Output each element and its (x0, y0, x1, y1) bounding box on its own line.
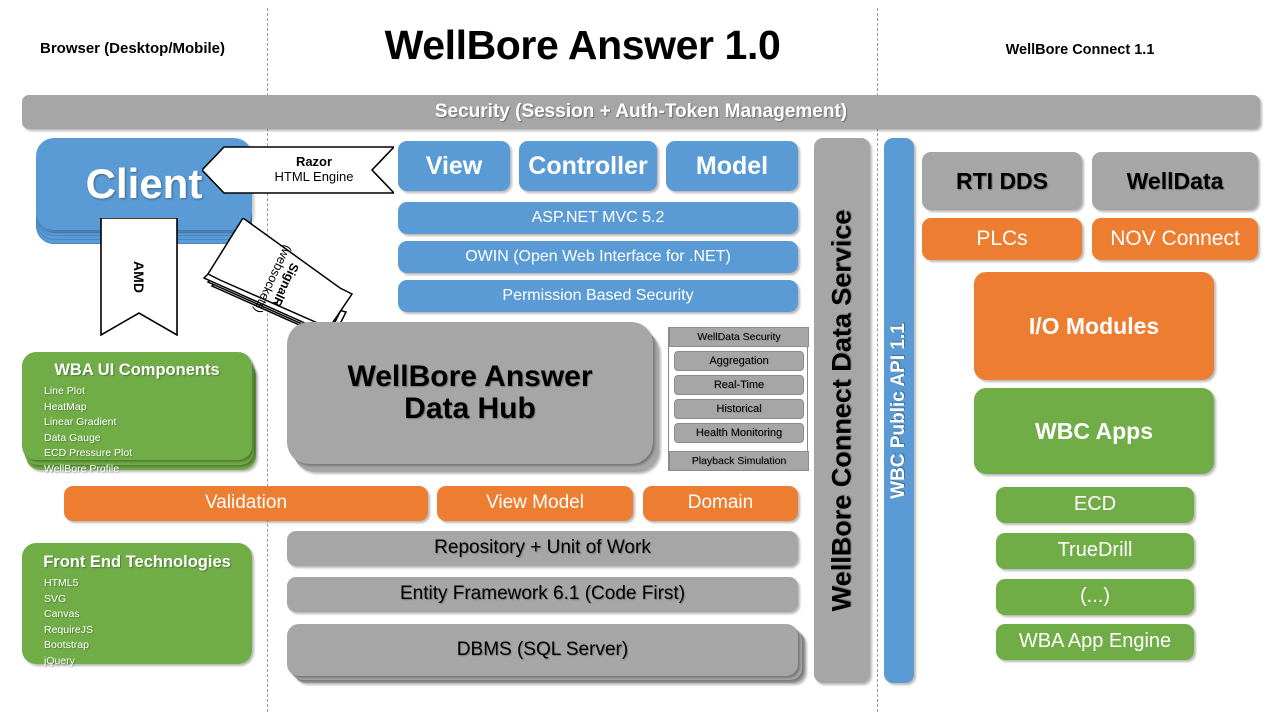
repository-unit-of-work-bar[interactable]: Repository + Unit of Work (287, 531, 798, 566)
signalr-ribbon-shape (202, 216, 354, 337)
list-item: HTML5 (44, 577, 79, 589)
dbms-stack: DBMS (SQL Server) (287, 624, 807, 684)
data-hub-line1: WellBore Answer (347, 359, 593, 393)
welldata-item-historical[interactable]: Historical (674, 399, 804, 419)
zone-label-browser: Browser (Desktop/Mobile) (39, 40, 226, 57)
front-end-technologies-title: Front End Technologies (43, 553, 231, 571)
list-item: jQuery (44, 654, 75, 667)
welldata-security-panel: WellData Security Aggregation Real-Time … (668, 327, 809, 471)
razor-ribbon: Razor HTML Engine (200, 146, 396, 194)
welldata-security-footer: Playback Simulation (669, 451, 809, 471)
plcs-box[interactable]: PLCs (922, 218, 1082, 260)
list-item: Data Gauge (44, 431, 101, 444)
razor-ribbon-shape (200, 146, 396, 194)
list-item: Linear Gradient (44, 416, 117, 429)
page-title: WellBore Answer 1.0 (384, 22, 781, 68)
list-item: Bootstrap (44, 639, 89, 652)
domain-box[interactable]: Domain (643, 486, 798, 521)
wba-app-engine-box[interactable]: WBA App Engine (996, 624, 1194, 660)
amd-ribbon: AMD (100, 217, 178, 337)
wbc-public-api-label: WBC Public API 1.1 (888, 322, 910, 499)
list-item: WellBore Profile (44, 462, 120, 475)
wellbore-connect-data-service-label: WellBore Connect Data Service (826, 209, 857, 612)
welldata-security-header: WellData Security (669, 327, 809, 347)
razor-title: Razor (295, 154, 333, 170)
permission-based-security-bar[interactable]: Permission Based Security (398, 280, 798, 312)
data-hub-stack: WellBore Answer Data Hub (287, 322, 667, 474)
list-item: RequireJS (44, 623, 94, 636)
mvc-controller-box[interactable]: Controller (519, 141, 657, 191)
front-end-technologies-card[interactable]: Front End Technologies HTML5 SVG Canvas … (22, 543, 252, 667)
data-hub-card[interactable]: WellBore Answer Data Hub (287, 322, 653, 464)
divider-left (267, 8, 268, 712)
razor-ribbon-text: Razor HTML Engine (202, 146, 410, 194)
amd-ribbon-text: AMD (100, 218, 178, 336)
welldata-item-health-monitoring[interactable]: Health Monitoring (674, 423, 804, 443)
more-apps-box[interactable]: (...) (996, 579, 1194, 615)
wba-ui-components-title: WBA UI Components (54, 361, 220, 379)
wbc-apps-box[interactable]: WBC Apps (974, 388, 1214, 474)
amd-label: AMD (130, 261, 147, 293)
wba-ui-components-card[interactable]: WBA UI Components Line Plot HeatMap Line… (22, 352, 252, 475)
data-hub-line2: Data Hub (404, 392, 536, 425)
owin-bar[interactable]: OWIN (Open Web Interface for .NET) (398, 241, 798, 273)
wellbore-connect-data-service-bar[interactable]: WellBore Connect Data Service (814, 138, 870, 683)
entity-framework-bar[interactable]: Entity Framework 6.1 (Code First) (287, 577, 798, 612)
validation-box[interactable]: Validation (64, 486, 428, 521)
ecd-box[interactable]: ECD (996, 487, 1194, 523)
list-item: Line Plot (44, 385, 85, 397)
wbc-public-api-bar[interactable]: WBC Public API 1.1 (884, 138, 914, 683)
view-model-box[interactable]: View Model (437, 486, 633, 521)
wba-ui-components-list: Line Plot HeatMap Linear Gradient Data G… (34, 384, 240, 477)
dbms-box[interactable]: DBMS (SQL Server) (287, 624, 798, 676)
divider-right (877, 8, 878, 712)
welldata-item-aggregation[interactable]: Aggregation (674, 351, 804, 371)
list-item: HeatMap (44, 400, 87, 413)
list-item: SVG (44, 592, 67, 605)
nov-connect-box[interactable]: NOV Connect (1092, 218, 1258, 260)
mvc-model-box[interactable]: Model (666, 141, 798, 191)
razor-subtitle: HTML Engine (274, 169, 354, 184)
list-item: Canvas (44, 608, 80, 621)
welldata-item-real-time[interactable]: Real-Time (674, 375, 804, 395)
io-modules-box[interactable]: I/O Modules (974, 272, 1214, 380)
zone-label-wellbore-connect: WellBore Connect 1.1 (1005, 42, 1155, 58)
signalr-ribbon: SignalR (websockets) (196, 216, 356, 337)
amd-ribbon-shape (100, 217, 178, 337)
mvc-view-box[interactable]: View (398, 141, 510, 191)
list-item: ECD Pressure Plot (44, 447, 133, 460)
security-bar: Security (Session + Auth-Token Managemen… (22, 95, 1260, 129)
wba-ui-components-stack: WBA UI Components Line Plot HeatMap Line… (22, 352, 260, 475)
welldata-box[interactable]: WellData (1092, 152, 1258, 210)
truedrill-box[interactable]: TrueDrill (996, 533, 1194, 569)
front-end-technologies-list: HTML5 SVG Canvas RequireJS Bootstrap jQu… (34, 576, 240, 669)
rti-dds-box[interactable]: RTI DDS (922, 152, 1082, 210)
aspnet-mvc-bar[interactable]: ASP.NET MVC 5.2 (398, 202, 798, 234)
